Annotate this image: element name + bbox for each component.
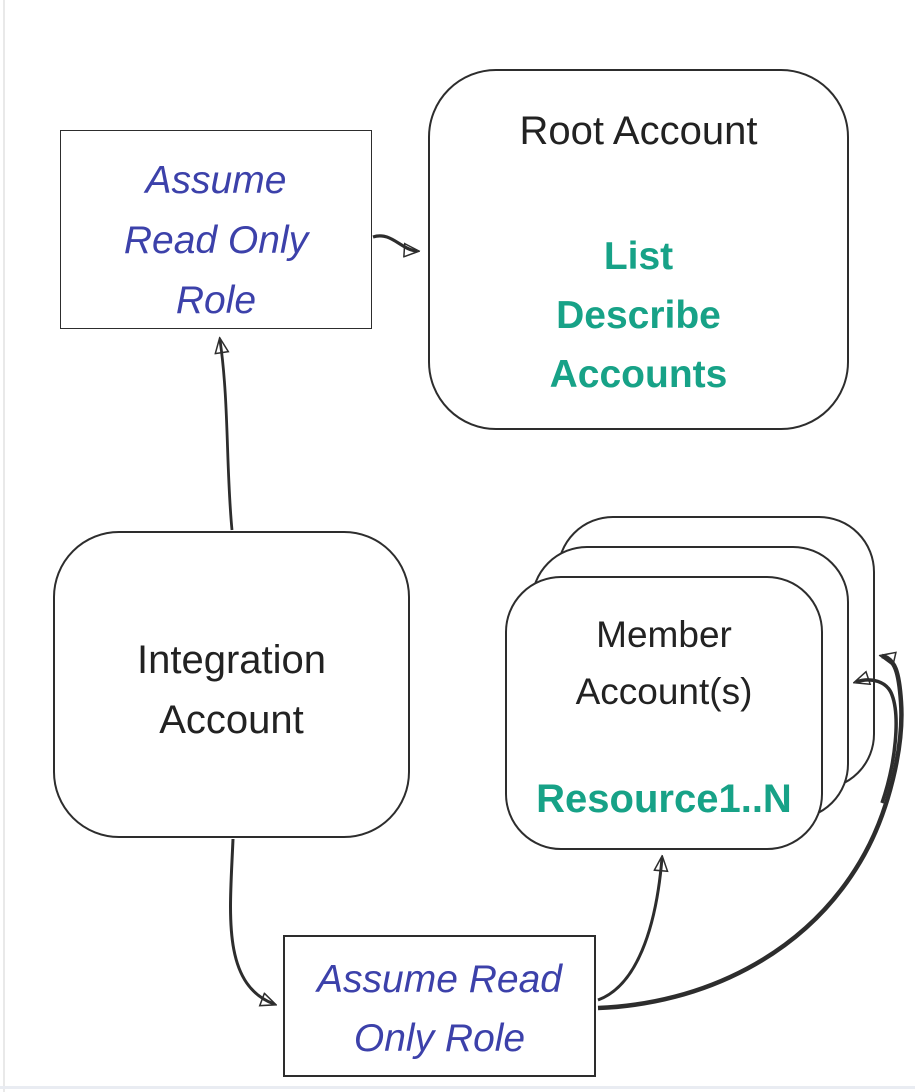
edge-integration-to-assume-top	[220, 340, 234, 531]
member-title-line: Account(s)	[575, 671, 753, 712]
member-account-box-front: Member Account(s) Resource1..N	[505, 576, 823, 850]
root-account-node: Root Account List Describe Accounts	[428, 69, 849, 430]
integration-title-line: Account	[159, 698, 304, 742]
assume-read-only-role-bottom-node: Assume Read Only Role	[283, 935, 596, 1077]
assume-role-bottom-label: Assume Read Only Role	[285, 950, 594, 1068]
edge-assume-bottom-to-member-front	[597, 858, 662, 1002]
integration-account-title: Integration Account	[55, 630, 408, 750]
role-label-line: Assume Read	[317, 958, 562, 1001]
role-label-line: Only Role	[353, 1017, 526, 1060]
member-resources-label: Resource1..N	[536, 777, 792, 821]
role-label-line: Role	[175, 279, 257, 322]
role-label-line: Read Only	[123, 219, 309, 262]
role-label-line: Assume	[145, 159, 287, 202]
action-line: Accounts	[549, 353, 728, 396]
root-account-title: Root Account	[519, 109, 758, 153]
action-line: Describe	[556, 294, 721, 337]
page-edge-left	[3, 0, 5, 1092]
edge-integration-to-assume-bottom	[229, 838, 274, 1004]
member-title-line: Member	[596, 614, 732, 655]
edge-assume-top-to-root	[372, 234, 417, 251]
action-line: List	[603, 235, 674, 278]
integration-account-node: Integration Account	[53, 531, 410, 838]
assume-role-top-label: Assume Read Only Role	[61, 151, 371, 331]
root-account-actions: List Describe Accounts	[430, 227, 847, 404]
integration-title-line: Integration	[136, 638, 327, 682]
member-account-title: Member Account(s)	[507, 606, 821, 720]
assume-read-only-role-top-node: Assume Read Only Role	[60, 130, 372, 329]
page-edge-bottom	[0, 1086, 915, 1089]
